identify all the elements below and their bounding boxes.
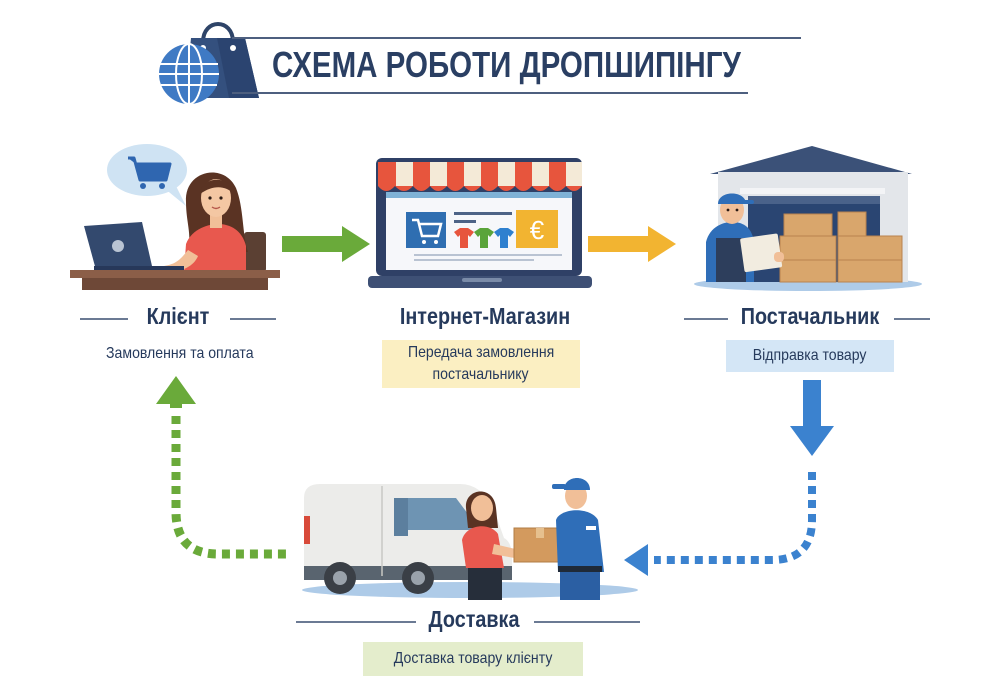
supplier-subtitle: Відправка товару bbox=[753, 347, 867, 364]
store-subtitle-line2: постачальнику bbox=[432, 366, 530, 383]
cart-icon bbox=[128, 156, 172, 189]
title-bottom-rule bbox=[232, 92, 748, 94]
laptop-storefront-illustration: € bbox=[368, 158, 592, 288]
store-subtitle-box: Передача замовлення постачальнику bbox=[382, 340, 580, 388]
title-rule-left bbox=[684, 318, 728, 320]
title-rule-left bbox=[296, 621, 416, 623]
arrow-dotted-blue-icon bbox=[624, 380, 834, 576]
title-rule-right bbox=[230, 318, 276, 320]
arrow-right-green-icon bbox=[282, 226, 370, 262]
client-subtitle: Замовлення та оплата bbox=[106, 345, 254, 362]
store-title: Інтернет-Магазин bbox=[399, 303, 571, 329]
store-subtitle-line1: Передача замовлення bbox=[407, 344, 555, 361]
title-top-rule bbox=[232, 37, 801, 39]
globe-shopping-bag-icon bbox=[159, 22, 259, 105]
delivery-subtitle-box: Доставка товару клієнту bbox=[363, 642, 583, 676]
client-title: Клієнт bbox=[146, 303, 210, 329]
van-courier-illustration bbox=[302, 478, 638, 600]
svg-text:€: € bbox=[530, 215, 545, 245]
supplier-subtitle-box: Відправка товару bbox=[726, 340, 894, 372]
delivery-title: Доставка bbox=[428, 606, 520, 632]
arrow-dotted-green-icon bbox=[156, 376, 290, 559]
warehouse-worker-illustration bbox=[694, 146, 922, 291]
supplier-title: Постачальник bbox=[740, 303, 880, 329]
delivery-subtitle: Доставка товару клієнту bbox=[393, 650, 553, 667]
title-rule-right bbox=[894, 318, 930, 320]
title-rule-left bbox=[80, 318, 128, 320]
title-rule-right bbox=[534, 621, 640, 623]
woman-at-laptop-illustration bbox=[70, 144, 280, 290]
page-title: СХЕМА РОБОТИ ДРОПШИПІНГУ bbox=[272, 44, 741, 85]
arrow-right-orange-icon bbox=[588, 226, 676, 262]
